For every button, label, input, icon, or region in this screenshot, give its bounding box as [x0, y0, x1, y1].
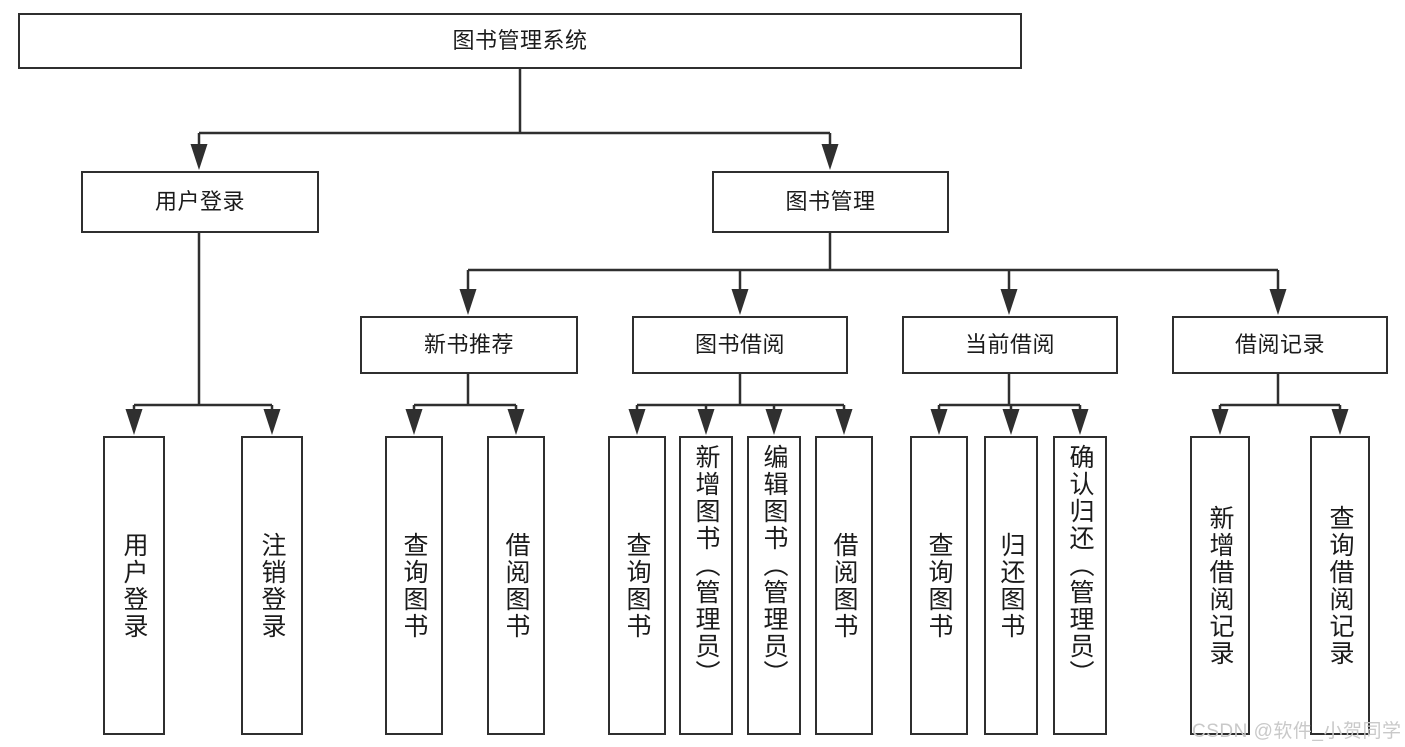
leaf-query-book-borrow-label: 查询图书: [623, 531, 651, 640]
connector-to-logout-leaf: [263, 405, 281, 435]
leaf-return-book-label: 归还图书: [997, 531, 1025, 640]
leaf-query-borrow-record-label: 查询借阅记录: [1326, 504, 1354, 667]
arrowhead-icon: [125, 409, 143, 435]
leaf-edit-book-admin-label: 编辑图书（管理员）: [760, 444, 788, 687]
node-book-management[interactable]: 图书管理: [712, 171, 949, 233]
leaf-confirm-return-admin[interactable]: 确认归还（管理员）: [1053, 436, 1107, 735]
arrowhead-icon: [835, 409, 853, 435]
arrowhead-icon: [731, 289, 749, 315]
csdn-watermark: CSDN @软件_小贺同学: [1192, 721, 1402, 742]
node-root-label: 图书管理系统: [452, 28, 588, 54]
connector-to-book-borrow: [731, 270, 749, 315]
arrowhead-icon: [507, 409, 525, 435]
leaf-borrow-book[interactable]: 借阅图书: [815, 436, 873, 735]
connector-root-to-user-login: [190, 133, 208, 170]
arrowhead-icon: [1000, 289, 1018, 315]
leaf-query-book-recommend[interactable]: 查询图书: [385, 436, 443, 735]
node-user-login-label: 用户登录: [154, 189, 245, 215]
node-root[interactable]: 图书管理系统: [18, 13, 1022, 69]
connector-to-borrow-book-2: [507, 405, 525, 435]
connector-to-add-book: [697, 405, 715, 435]
leaf-edit-book-admin[interactable]: 编辑图书（管理员）: [747, 436, 801, 735]
arrowhead-icon: [930, 409, 948, 435]
leaf-query-book-current-label: 查询图书: [925, 531, 953, 640]
leaf-logout-login[interactable]: 注销登录: [241, 436, 303, 735]
connector-to-user-login-leaf: [125, 405, 143, 435]
node-book-management-label: 图书管理: [785, 189, 876, 215]
arrowhead-icon: [190, 144, 208, 170]
leaf-query-book-borrow[interactable]: 查询图书: [608, 436, 666, 735]
node-book-borrow[interactable]: 图书借阅: [632, 316, 848, 374]
connector-to-borrow-record: [1269, 270, 1287, 315]
leaf-confirm-return-admin-label: 确认归还（管理员）: [1066, 444, 1094, 687]
arrowhead-icon: [459, 289, 477, 315]
leaf-borrow-book-recommend-label: 借阅图书: [502, 531, 530, 640]
connector-to-query-book-2: [405, 405, 423, 435]
arrowhead-icon: [821, 144, 839, 170]
leaf-add-book-admin-label: 新增图书（管理员）: [692, 444, 720, 687]
leaf-return-book[interactable]: 归还图书: [984, 436, 1038, 735]
leaf-add-borrow-record[interactable]: 新增借阅记录: [1190, 436, 1250, 735]
node-borrow-record-label: 借阅记录: [1234, 332, 1325, 358]
leaf-query-book-recommend-label: 查询图书: [400, 531, 428, 640]
connector-to-return-book: [1002, 405, 1020, 435]
node-borrow-record[interactable]: 借阅记录: [1172, 316, 1388, 374]
leaf-query-borrow-record[interactable]: 查询借阅记录: [1310, 436, 1370, 735]
leaf-borrow-book-recommend[interactable]: 借阅图书: [487, 436, 545, 735]
connector-to-current-borrow: [1000, 270, 1018, 315]
connector-root-to-book-mgmt: [821, 133, 839, 170]
arrowhead-icon: [628, 409, 646, 435]
connector-to-query-record: [1331, 405, 1349, 435]
leaf-user-login[interactable]: 用户登录: [103, 436, 165, 735]
leaf-user-login-label: 用户登录: [120, 531, 148, 640]
connector-to-query-book-4: [930, 405, 948, 435]
connector-to-new-book: [459, 270, 477, 315]
leaf-query-book-current[interactable]: 查询图书: [910, 436, 968, 735]
leaf-add-borrow-record-label: 新增借阅记录: [1206, 504, 1234, 667]
arrowhead-icon: [1002, 409, 1020, 435]
leaf-add-book-admin[interactable]: 新增图书（管理员）: [679, 436, 733, 735]
node-new-book-recommend[interactable]: 新书推荐: [360, 316, 578, 374]
arrowhead-icon: [1071, 409, 1089, 435]
arrowhead-icon: [1211, 409, 1229, 435]
arrowhead-icon: [765, 409, 783, 435]
node-current-borrow-label: 当前借阅: [964, 332, 1055, 358]
arrowhead-icon: [1269, 289, 1287, 315]
connector-to-confirm-return: [1071, 405, 1089, 435]
connector-to-edit-book: [765, 405, 783, 435]
node-user-login[interactable]: 用户登录: [81, 171, 319, 233]
connector-to-borrow-book-3: [835, 405, 853, 435]
arrowhead-icon: [1331, 409, 1349, 435]
arrowhead-icon: [263, 409, 281, 435]
node-current-borrow[interactable]: 当前借阅: [902, 316, 1118, 374]
node-new-book-recommend-label: 新书推荐: [423, 332, 514, 358]
connector-to-add-record: [1211, 405, 1229, 435]
node-book-borrow-label: 图书借阅: [694, 332, 785, 358]
arrowhead-icon: [405, 409, 423, 435]
leaf-borrow-book-label: 借阅图书: [830, 531, 858, 640]
leaf-logout-login-label: 注销登录: [258, 531, 286, 640]
arrowhead-icon: [697, 409, 715, 435]
connector-to-query-book-3: [628, 405, 646, 435]
